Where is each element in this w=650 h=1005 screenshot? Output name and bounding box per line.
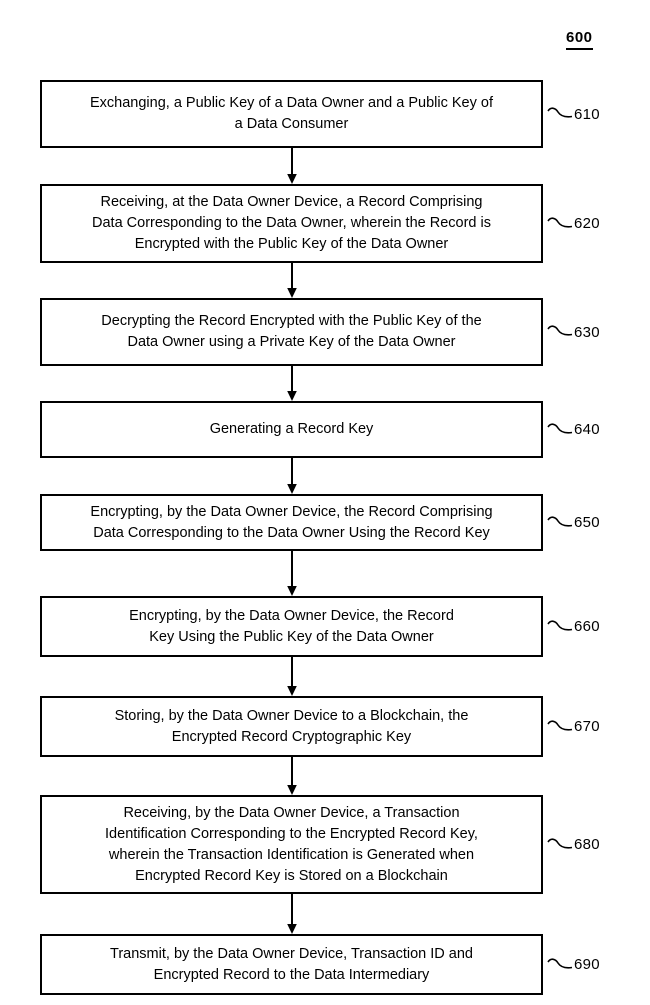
reference-numeral-640: 640 [547, 420, 600, 440]
reference-numeral-label: 610 [574, 105, 600, 123]
flow-arrow-6 [285, 657, 299, 696]
reference-numeral-630: 630 [547, 322, 600, 342]
step-label: Receiving, at the Data Owner Device, a R… [92, 194, 491, 252]
reference-numeral-label: 690 [574, 956, 600, 973]
step-label: Transmit, by the Data Owner Device, Tran… [110, 945, 473, 983]
leader-squiggle-icon [547, 107, 573, 118]
leader-squiggle-icon [547, 957, 573, 969]
arrow-down-icon [287, 148, 297, 184]
reference-numeral-label: 640 [574, 421, 600, 438]
flowchart-step-680: Receiving, by the Data Owner Device, a T… [40, 795, 543, 894]
arrow-down-icon [287, 894, 297, 934]
leader-squiggle-icon [547, 837, 573, 849]
flow-arrow-3 [285, 366, 299, 401]
flow-arrow-7 [285, 757, 299, 795]
reference-numeral-label: 680 [574, 836, 600, 853]
leader-squiggle-icon [547, 422, 573, 434]
flow-arrow-2 [285, 263, 299, 298]
arrow-down-icon [287, 657, 297, 696]
reference-numeral-660: 660 [547, 617, 600, 637]
step-label: Receiving, by the Data Owner Device, a T… [105, 804, 478, 884]
reference-numeral-670: 670 [547, 717, 600, 737]
flowchart-step-630: Decrypting the Record Encrypted with the… [40, 298, 543, 366]
arrow-down-icon [287, 263, 297, 298]
arrow-down-icon [287, 366, 297, 401]
leader-squiggle-icon [547, 325, 573, 336]
reference-numeral-690: 690 [547, 955, 600, 975]
flow-arrow-5 [285, 551, 299, 596]
step-label: Storing, by the Data Owner Device to a B… [114, 707, 469, 745]
reference-numeral-label: 660 [574, 618, 600, 635]
arrow-down-icon [287, 458, 297, 494]
step-label: Encrypting, by the Data Owner Device, th… [129, 607, 454, 645]
flow-arrow-4 [285, 458, 299, 494]
leader-squiggle-icon [547, 619, 573, 631]
flowchart-step-640: Generating a Record Key [40, 401, 543, 458]
reference-numeral-label: 620 [574, 215, 600, 232]
flowchart-step-610: Exchanging, a Public Key of a Data Owner… [40, 80, 543, 148]
step-label: Decrypting the Record Encrypted with the… [101, 313, 482, 350]
reference-numeral-label: 670 [574, 718, 600, 735]
figure-number: 600 [566, 29, 593, 50]
step-label: Generating a Record Key [209, 421, 374, 437]
reference-numeral-610: 610 [547, 104, 600, 124]
flowchart-step-650: Encrypting, by the Data Owner Device, th… [40, 494, 543, 551]
reference-numeral-label: 630 [574, 323, 600, 341]
flow-arrow-8 [285, 894, 299, 934]
flowchart-step-620: Receiving, at the Data Owner Device, a R… [40, 184, 543, 263]
arrow-down-icon [287, 551, 297, 596]
reference-numeral-label: 650 [574, 514, 600, 531]
reference-numeral-650: 650 [547, 513, 600, 533]
flow-arrow-1 [285, 148, 299, 184]
step-label: Encrypting, by the Data Owner Device, th… [90, 503, 493, 541]
leader-squiggle-icon [547, 719, 573, 731]
flowchart-step-670: Storing, by the Data Owner Device to a B… [40, 696, 543, 757]
reference-numeral-620: 620 [547, 214, 600, 234]
reference-numeral-680: 680 [547, 835, 600, 855]
step-label: Exchanging, a Public Key of a Data Owner… [89, 95, 493, 132]
leader-squiggle-icon [547, 515, 573, 527]
flowchart-step-660: Encrypting, by the Data Owner Device, th… [40, 596, 543, 657]
arrow-down-icon [287, 757, 297, 795]
leader-squiggle-icon [547, 216, 573, 228]
flowchart-step-690: Transmit, by the Data Owner Device, Tran… [40, 934, 543, 995]
